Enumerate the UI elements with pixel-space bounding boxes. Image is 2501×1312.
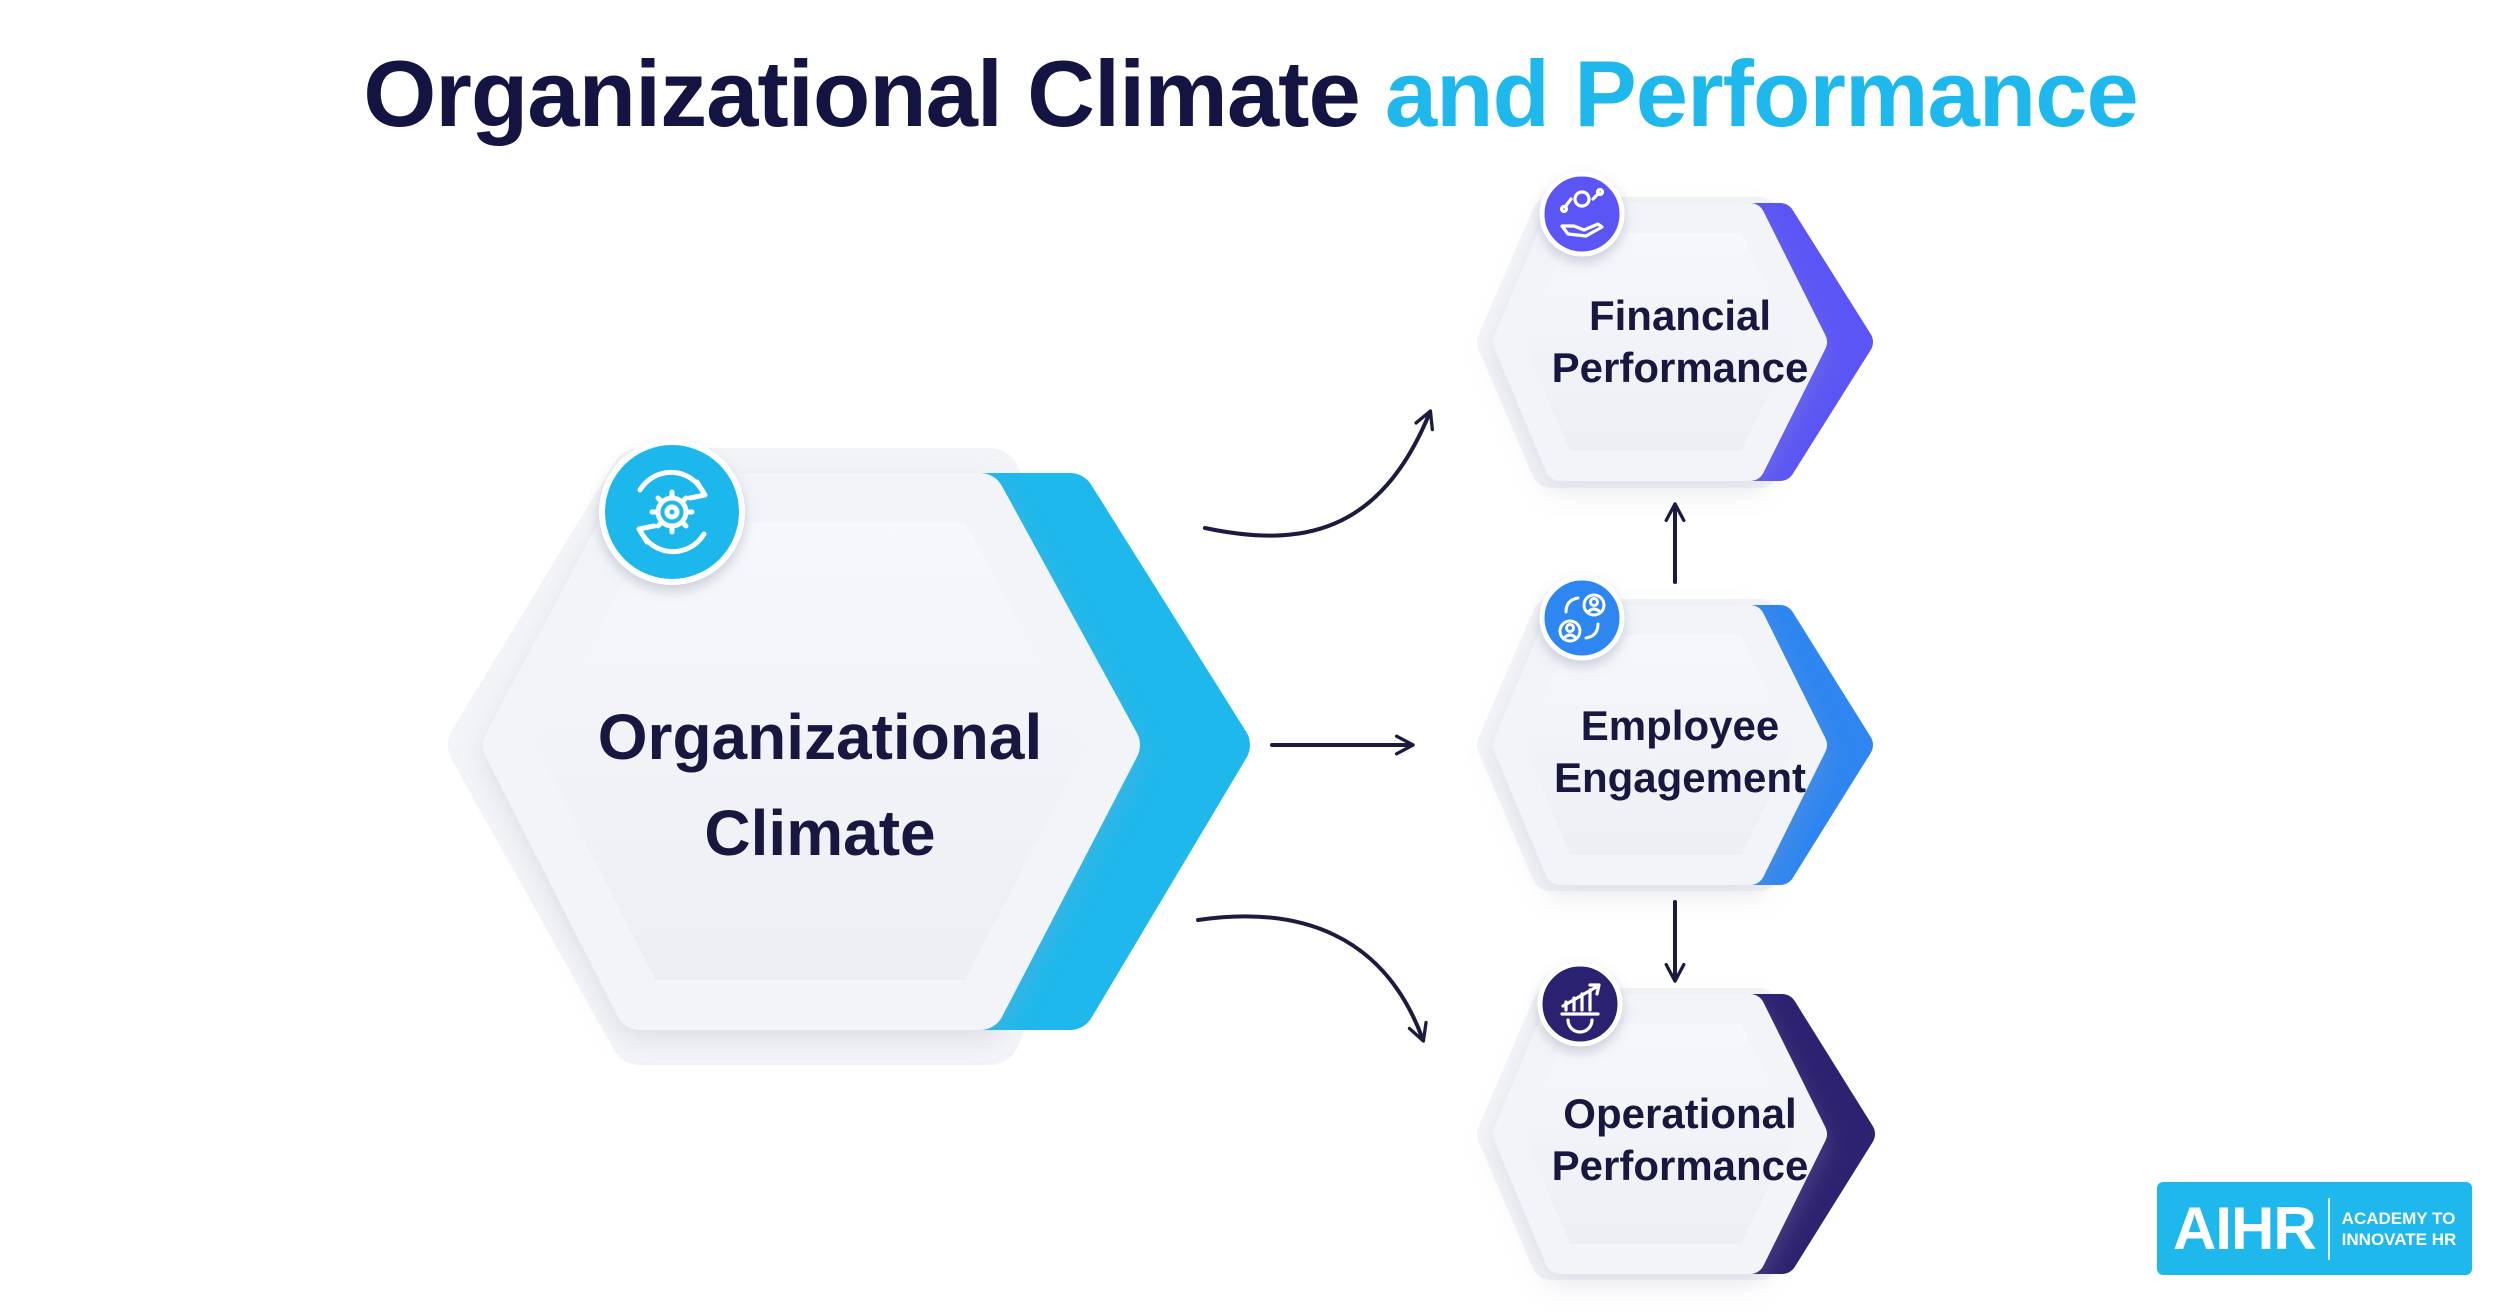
climate-node	[448, 439, 1250, 1065]
climate-label-line1: Organizational	[597, 701, 1043, 773]
bar-chart-gear-icon	[1560, 983, 1601, 1034]
aihr-logo: AIHR ACADEMY TO INNOVATE HR	[2157, 1182, 2472, 1275]
financial-node	[1477, 171, 1873, 488]
engagement-node	[1477, 575, 1873, 891]
edge-climate-to-financial	[1203, 409, 1434, 538]
engagement-icon-badge	[1539, 575, 1625, 661]
climate-icon-badge	[599, 439, 745, 585]
engagement-label: Employee Engagement	[1530, 692, 1830, 812]
logo-tagline-line1: ACADEMY TO	[2341, 1208, 2456, 1228]
financial-label-line1: Financial	[1588, 292, 1772, 339]
financial-hex-face	[1493, 203, 1827, 481]
financial-label: Financial Performance	[1530, 282, 1830, 402]
engagement-label-line1: Employee	[1580, 702, 1780, 749]
operational-label-line2: Performance	[1551, 1142, 1809, 1189]
operational-label: Operational Performance	[1530, 1080, 1830, 1200]
operational-hex-face	[1493, 994, 1827, 1274]
money-hand-growth-icon	[1559, 187, 1605, 238]
page-title: Organizational Climate and Performance	[0, 34, 2501, 154]
operational-label-line1: Operational	[1563, 1090, 1797, 1137]
title-main: Organizational Climate	[363, 41, 1361, 146]
people-exchange-icon	[1558, 593, 1606, 643]
climate-label-line2: Climate	[704, 797, 936, 869]
operational-node	[1477, 961, 1875, 1280]
gear-cycle-icon	[636, 469, 708, 555]
edge-climate-to-operational	[1196, 914, 1428, 1043]
financial-icon-badge	[1539, 171, 1625, 257]
financial-label-line2: Performance	[1551, 344, 1809, 391]
engagement-label-line2: Engagement	[1553, 754, 1807, 801]
logo-tagline-line2: INNOVATE HR	[2341, 1229, 2457, 1249]
logo-mark: AIHR	[2173, 1195, 2317, 1262]
engagement-hex-face	[1493, 605, 1827, 885]
logo-tagline: ACADEMY TO INNOVATE HR	[2330, 1208, 2457, 1250]
climate-hex-face	[483, 473, 1140, 1030]
climate-label: Organizational Climate	[520, 670, 1120, 900]
title-accent: and Performance	[1384, 41, 2139, 146]
logo-divider	[2327, 1197, 2330, 1260]
